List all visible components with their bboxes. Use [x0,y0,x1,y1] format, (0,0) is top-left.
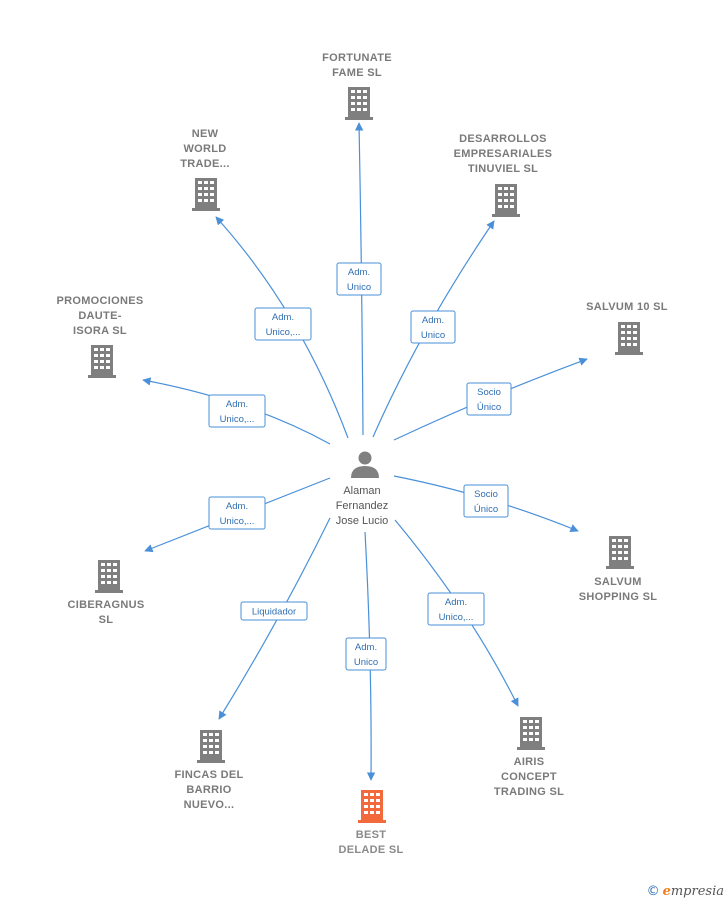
relation-text: Adm. [355,642,377,653]
company-label: CIBERAGNUS [68,599,145,611]
company-label: BEST [356,829,387,841]
relation-text: Adm. [422,315,444,326]
relation-text: Unico,... [266,327,301,338]
company-label: TINUVIEL SL [468,163,538,175]
company-label: FAME SL [332,67,382,79]
relation-box [463,484,509,518]
relation-text: Socio [474,489,498,500]
company-label: DAUTE- [78,310,121,322]
empresia-logo[interactable]: ©empresia [646,884,724,899]
person-label: Fernandez [336,500,389,512]
company-label: SALVUM [594,576,641,588]
building-icon [517,717,545,750]
relation-text: Único [477,402,501,413]
building-icon [492,184,520,217]
company-node-ciberagnus[interactable]: CIBERAGNUS SL [68,560,145,626]
company-label: ISORA SL [73,325,127,337]
relation-text: Adm. [226,501,248,512]
company-label: SHOPPING SL [579,591,657,603]
company-label: NUEVO... [184,799,235,811]
relation-text: Unico,... [439,612,474,623]
company-node-airis[interactable]: AIRIS CONCEPT TRADING SL [494,717,564,798]
company-label: TRADING SL [494,786,564,798]
relation-box [240,601,308,621]
company-label: DESARROLLOS [459,133,547,145]
relation-box [466,382,512,416]
company-label: CONCEPT [501,771,557,783]
company-node-best-delade[interactable]: BEST DELADE SL [338,790,403,856]
relation-text: Unico [421,330,445,341]
relation-label-airis[interactable]: Adm. Unico,... [427,592,485,626]
relation-box [208,496,266,530]
relation-label-fortunate[interactable]: Adm. Unico [336,262,382,296]
relation-box [336,262,382,296]
building-icon [606,536,634,569]
relation-text: Socio [477,387,501,398]
copyright-icon: © [646,884,660,899]
relation-box [410,310,456,344]
company-label: FINCAS DEL [175,769,244,781]
company-node-new-world[interactable]: NEW WORLD TRADE... [180,128,229,211]
company-label: BARRIO [186,784,231,796]
relation-label-ciberagnus[interactable]: Adm. Unico,... [208,496,266,530]
relation-text: Adm. [445,597,467,608]
company-label: TRADE... [180,158,229,170]
company-node-promociones[interactable]: PROMOCIONES DAUTE- ISORA SL [56,295,143,378]
company-node-salvum-shopping[interactable]: SALVUM SHOPPING SL [579,536,657,603]
relation-text: Liquidador [252,607,296,618]
building-icon [345,87,373,120]
company-node-fortunate[interactable]: FORTUNATE FAME SL [322,52,392,120]
building-icon [95,560,123,593]
company-label: WORLD [183,143,226,155]
relation-label-best-delade[interactable]: Adm. Unico [345,637,387,671]
company-node-salvum10[interactable]: SALVUM 10 SL [586,301,668,355]
relation-text: Adm. [226,399,248,410]
person-label: Alaman [343,485,380,497]
relation-label-fincas[interactable]: Liquidador [240,601,308,621]
building-icon [192,178,220,211]
relation-label-new-world[interactable]: Adm. Unico,... [254,307,312,341]
company-label: AIRIS [514,756,545,768]
relation-text: Unico,... [220,414,255,425]
person-icon [351,451,379,478]
relation-box [254,307,312,341]
company-label: EMPRESARIALES [454,148,553,160]
relation-box [208,394,266,428]
building-icon [615,322,643,355]
company-node-desarrollos[interactable]: DESARROLLOS EMPRESARIALES TINUVIEL SL [454,133,553,217]
person-label: Jose Lucio [336,515,389,527]
company-label: SL [99,614,114,626]
relation-text: Adm. [272,312,294,323]
relation-label-promociones[interactable]: Adm. Unico,... [208,394,266,428]
building-icon [358,790,386,823]
company-label: SALVUM 10 SL [586,301,668,313]
company-label: DELADE SL [338,844,403,856]
company-label: PROMOCIONES [56,295,143,307]
relation-box [427,592,485,626]
relation-text: Único [474,504,498,515]
company-node-fincas[interactable]: FINCAS DEL BARRIO NUEVO... [175,730,244,811]
company-label: FORTUNATE [322,52,392,64]
company-label: NEW [192,128,219,140]
relation-text: Unico,... [220,516,255,527]
relation-box [345,637,387,671]
relation-text: Unico [354,657,378,668]
building-icon [197,730,225,763]
relation-text: Adm. [348,267,370,278]
building-icon [88,345,116,378]
nodes-layer: FORTUNATE FAME SL NEW WORLD TRADE... DESARROL… [56,52,667,856]
relation-text: Unico [347,282,371,293]
edges-layer: Adm.UnicoAdm.Unico,...Adm.UnicoAdm.Unico… [142,122,588,781]
relation-label-desarrollos[interactable]: Adm. Unico [410,310,456,344]
